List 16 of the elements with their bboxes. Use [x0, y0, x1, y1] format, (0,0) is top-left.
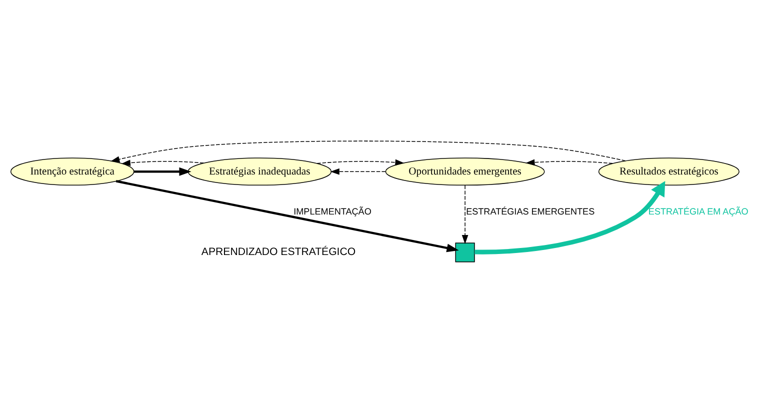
node-ellipse: Resultados estratégicos [598, 158, 740, 186]
arrow [121, 160, 204, 166]
label: APRENDIZADO ESTRATÉGICO [201, 246, 356, 258]
edge-label: ESTRATÉGIA EM AÇÃO [648, 206, 748, 216]
arrow [526, 159, 613, 166]
arrow [462, 185, 468, 244]
arrow [110, 140, 626, 162]
arrow [474, 180, 666, 254]
arrow [116, 180, 459, 252]
arrow [330, 168, 386, 175]
arrow [134, 167, 192, 176]
edge-label: ESTRATÉGIAS EMERGENTES [466, 206, 595, 216]
edge-label: IMPLEMENTAÇÃO [294, 206, 372, 216]
node-ellipse: Estratégias inadequadas [188, 158, 332, 186]
node-cross [455, 242, 475, 262]
arrow [316, 159, 404, 166]
